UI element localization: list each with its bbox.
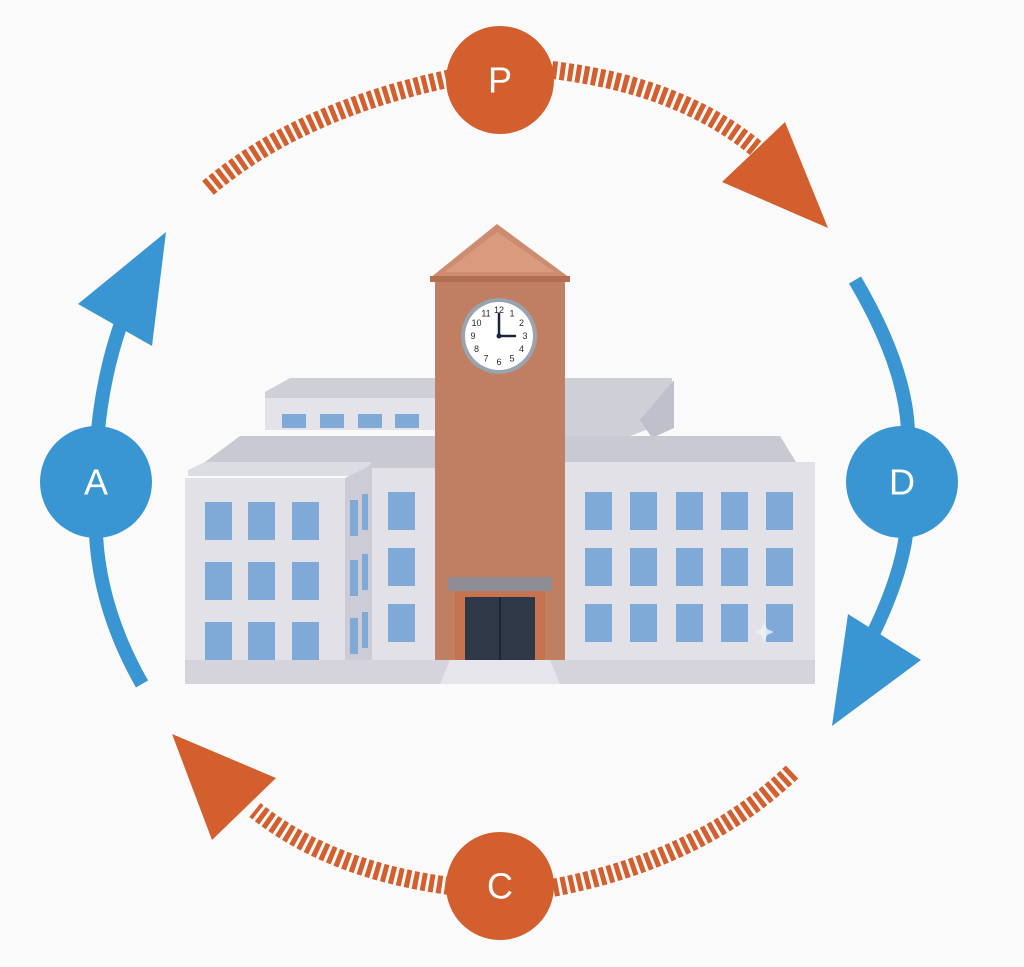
act-arrowhead	[78, 232, 166, 346]
node-act-label: A	[84, 462, 108, 503]
plan-arc-right	[550, 61, 764, 157]
check-arc-right	[550, 765, 799, 897]
node-check-label: C	[487, 866, 513, 907]
clock-numeral: 1	[509, 309, 514, 319]
school-building-icon	[185, 224, 815, 684]
clock-numeral: 10	[471, 318, 481, 328]
clock-numeral: 4	[519, 344, 524, 354]
node-plan: P	[446, 26, 554, 134]
clock-numeral: 11	[481, 309, 490, 319]
check-arrowhead	[172, 734, 276, 840]
act-arc-bottom	[89, 534, 149, 688]
node-act: A	[40, 426, 152, 538]
clock-numeral: 9	[470, 331, 475, 341]
check-arc-left	[249, 802, 452, 895]
node-do-label: D	[889, 462, 915, 503]
do-arc-bottom	[863, 534, 913, 644]
node-do: D	[846, 426, 958, 538]
plan-arc	[202, 69, 454, 195]
clock-numeral: 3	[522, 331, 527, 341]
plan-arrowhead	[722, 122, 828, 228]
node-plan-label: P	[488, 60, 512, 101]
sparkle-icon	[754, 622, 774, 642]
clock-numeral: 12	[494, 305, 504, 315]
node-check: C	[446, 832, 554, 940]
clock-numeral: 2	[519, 318, 524, 328]
clock-numeral: 7	[483, 354, 488, 364]
clock-numeral: 5	[509, 354, 514, 364]
do-arrowhead	[832, 614, 921, 726]
clock-numeral: 8	[474, 344, 479, 354]
do-arc-top	[848, 276, 915, 431]
clock-numeral: 6	[496, 357, 501, 367]
